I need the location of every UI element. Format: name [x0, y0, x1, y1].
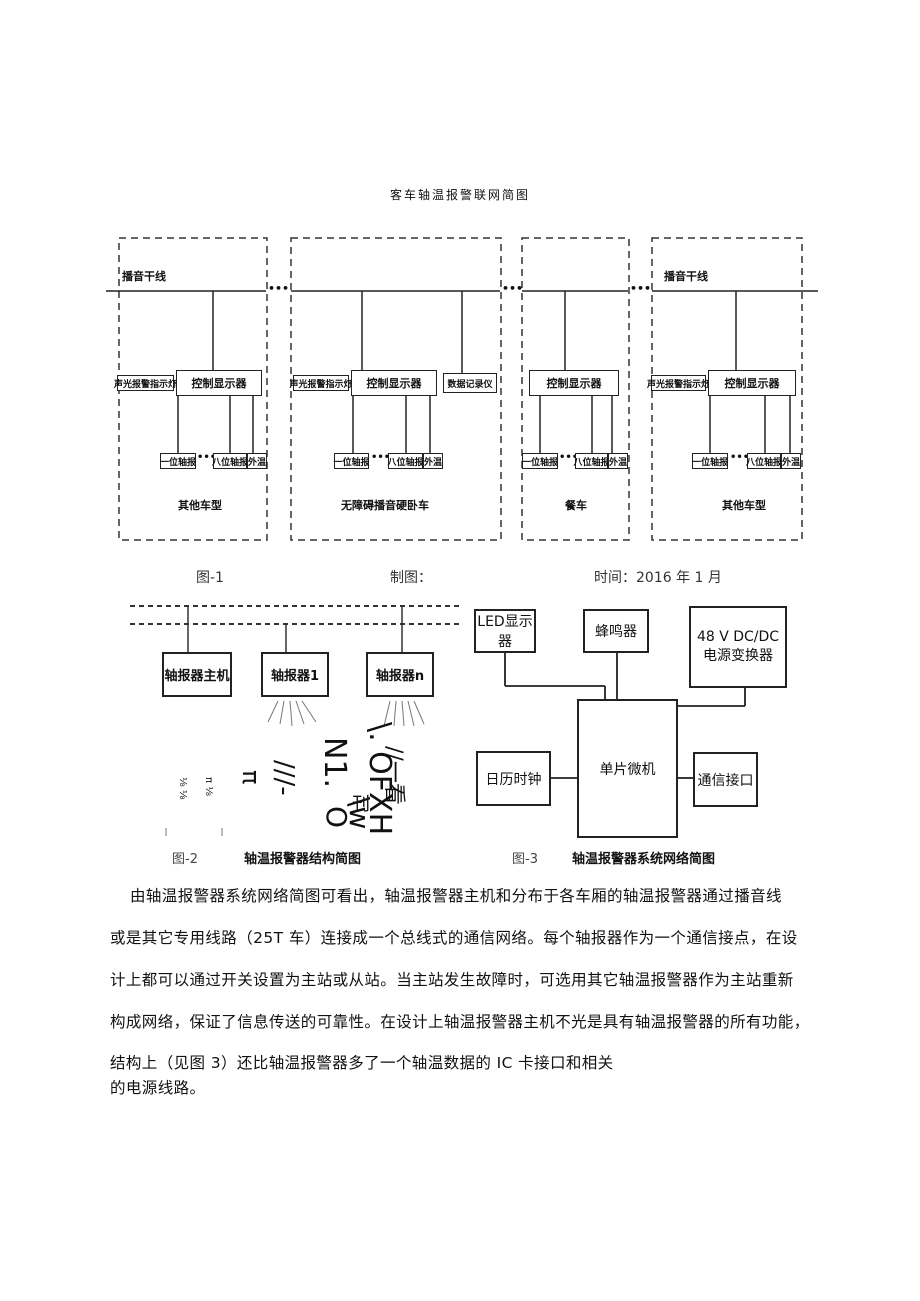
- sensor-dots: •••: [371, 452, 391, 463]
- body-paragraph-line: 结构上（见图 3）还比轴温报警器多了一个轴温数据的 IC 卡接口和相关: [110, 1054, 614, 1072]
- fig3-caption-title: 轴温报警器系统网络简图: [572, 852, 716, 867]
- body-paragraph-line: 计上都可以通过开关设置为主站或从站。当主站发生故障时，可选用其它轴温报警器作为主…: [110, 971, 794, 989]
- power-converter-line2: 电源变换器: [703, 648, 773, 664]
- body-paragraph-line: 由轴温报警器系统网络简图可看出，轴温报警器主机和分布于各车厢的轴温报警器通过播音…: [130, 887, 782, 905]
- sensor-first-box: 一位轴报: [692, 453, 728, 469]
- sensor-eighth-box: 八位轴报: [574, 453, 610, 469]
- controller-box: 控制显示器: [176, 370, 262, 396]
- broadcast-label-left: 播音干线: [122, 270, 166, 283]
- car-type-label: 无障碍播音硬卧车: [341, 499, 429, 512]
- sensor-eighth-box: 八位轴报: [746, 453, 782, 469]
- calendar-clock-box: 日历时钟: [476, 751, 551, 806]
- alarm-light-box: 声光报警指示灯: [290, 375, 353, 391]
- bus-dots-1: •••: [268, 282, 290, 295]
- bus-dots-3: •••: [630, 282, 652, 295]
- sensor-dots: •••: [730, 452, 750, 463]
- buzzer-box: 蜂鸣器: [583, 609, 649, 653]
- bus-dots-2: •••: [502, 282, 524, 295]
- controller-box: 控制显示器: [351, 370, 437, 396]
- body-paragraph-line: 的电源线路。: [110, 1079, 206, 1097]
- ocr-artifact: 刊: [352, 794, 370, 815]
- fig1-time: 时间：2016 年 1 月: [594, 570, 722, 586]
- external-temp-box: 外温: [423, 453, 443, 469]
- fig1-title: 客车轴温报警联网简图: [389, 188, 530, 202]
- external-temp-box: 外温: [781, 453, 801, 469]
- alarm-unit-n-box: 轴报器n: [366, 652, 434, 697]
- sensor-eighth-box: 八位轴报: [388, 453, 424, 469]
- fig1-maker: 制图：: [390, 570, 432, 586]
- alarm-host-box: 轴报器主机: [162, 652, 232, 697]
- sensor-first-box: 一位轴报: [334, 453, 370, 469]
- sensor-first-box: 一位轴报: [522, 453, 558, 469]
- fig3-caption: 图-3: [512, 852, 538, 867]
- sensor-eighth-box: 八位轴报: [212, 453, 248, 469]
- sensor-dots: •••: [559, 452, 579, 463]
- alarm-light-box: 声光报警指示灯: [647, 375, 710, 391]
- car-type-label: 餐车: [565, 499, 587, 512]
- alarm-unit-1-box: 轴报器1: [261, 652, 329, 697]
- power-converter-box: 48 V DC/DC 电源变换器: [689, 606, 787, 688]
- body-paragraph-line: 或是其它专用线路（25T 车）连接成一个总线式的通信网络。每个轴报器作为一个通信…: [110, 929, 798, 947]
- external-temp-box: 外温: [608, 453, 628, 469]
- external-temp-box: 外温: [247, 453, 267, 469]
- broadcast-label-right: 播音干线: [664, 270, 708, 283]
- fig2-caption: 图-2: [172, 852, 198, 867]
- controller-box: 控制显示器: [708, 370, 796, 396]
- sensor-dots: •••: [197, 452, 217, 463]
- power-converter-line1: 48 V DC/DC: [696, 629, 780, 645]
- fig1-caption: 图-1: [196, 570, 224, 586]
- recorder-box: 数据记录仪: [443, 373, 497, 393]
- fig2-caption-title: 轴温报警器结构简图: [244, 852, 362, 867]
- car-type-label: 其他车型: [178, 499, 222, 512]
- led-display-box: LED显示器: [474, 609, 536, 653]
- car-type-label: 其他车型: [722, 499, 766, 512]
- alarm-light-box: 声光报警指示灯: [114, 375, 177, 391]
- mcu-box: 单片微机: [577, 699, 678, 838]
- controller-box: 控制显示器: [529, 370, 619, 396]
- body-paragraph-line: 构成网络，保证了信息传送的可靠性。在设计上轴温报警器主机不光是具有轴温报警器的所…: [110, 1013, 810, 1031]
- sensor-first-box: 一位轴报: [160, 453, 196, 469]
- comm-interface-box: 通信接口: [693, 752, 758, 807]
